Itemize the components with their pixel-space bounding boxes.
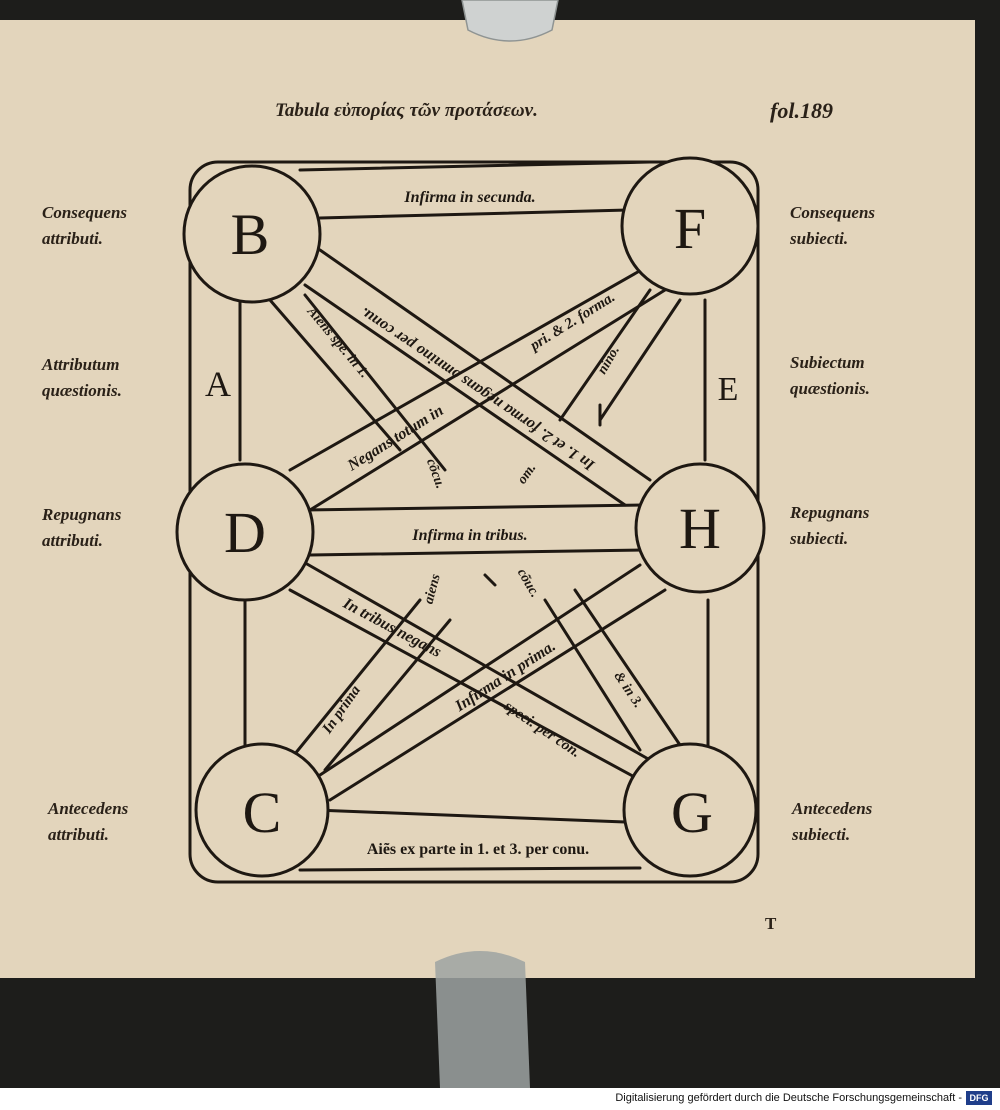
edge-label-lower-left: aiens [421, 572, 443, 606]
edge-label-mid-left: cõcu. [423, 457, 448, 491]
edge-label-mid-right: om. [515, 461, 540, 487]
band-f-short-a [558, 288, 652, 422]
edge-label-lower-right: cõuc. [514, 566, 542, 600]
band-d-h-bottom [308, 548, 647, 557]
band-g-short-a [543, 598, 642, 752]
band-b-short-b [303, 293, 447, 472]
band-b-h-b [303, 283, 627, 507]
node-b-label: B [231, 202, 270, 267]
edge-label-g-lower: speci. per con. [500, 698, 583, 761]
node-f-circle [620, 156, 760, 296]
folio-number: fol.189 [770, 98, 833, 123]
side-letter-e: E [718, 371, 739, 408]
edge-label-f-short: nino. [595, 344, 623, 377]
band-c-h-a [318, 563, 642, 777]
node-h-circle [634, 462, 766, 594]
header-title: Tabula εὐπορίας τῶν προτάσεων. [275, 100, 538, 121]
edge-label-b-f: Infirma in secunda. [403, 189, 535, 206]
edge-label-c-g: Aiẽs ex parte in 1. et 3. per conu. [367, 841, 589, 858]
band-c-g-bottom [298, 866, 642, 872]
signature-mark: T [765, 914, 777, 933]
band-d-f-a [288, 263, 652, 472]
side-letter-a: A [205, 364, 231, 404]
band-d-g-b [298, 558, 652, 762]
tick-mark [483, 573, 497, 587]
bottom-clip [435, 951, 530, 1088]
band-f-short-b [598, 298, 682, 422]
band-b-f-bottom [318, 208, 630, 220]
footer-bar: Digitalisierung gefördert durch die Deut… [0, 1088, 1000, 1110]
band-d-h-top [303, 503, 647, 512]
edge-label-d-h: Infirma in tribus. [411, 527, 527, 544]
node-g-circle [622, 742, 758, 878]
node-f-label: F [674, 196, 706, 261]
band-c-h-b [328, 588, 667, 802]
node-g-label: G [671, 780, 713, 845]
node-d-label: D [224, 500, 266, 565]
band-b-short-a [268, 298, 402, 452]
node-b-circle [182, 164, 322, 304]
band-b-f-top [298, 160, 652, 172]
edge-label-g-short: & in 3. [610, 669, 645, 711]
band-g-short-b [573, 588, 682, 747]
dfg-logo: DFG [966, 1091, 992, 1105]
node-c-circle [194, 742, 330, 878]
footer-credit: Digitalisierung gefördert durch die Deut… [615, 1092, 962, 1104]
node-h-label: H [679, 496, 721, 561]
band-c-short-b [323, 618, 452, 772]
band-c-g-top [313, 808, 627, 824]
edge-label-d-f-end: pri. & 2. forma. [526, 289, 618, 355]
paper-page [0, 20, 975, 978]
band-d-f-b [308, 288, 667, 512]
band-b-h-a [318, 248, 652, 482]
top-clip [461, 0, 559, 42]
band-c-short-a [288, 598, 422, 762]
band-d-g-a [288, 588, 642, 782]
node-c-label: C [243, 780, 282, 845]
node-d-circle [175, 462, 315, 602]
